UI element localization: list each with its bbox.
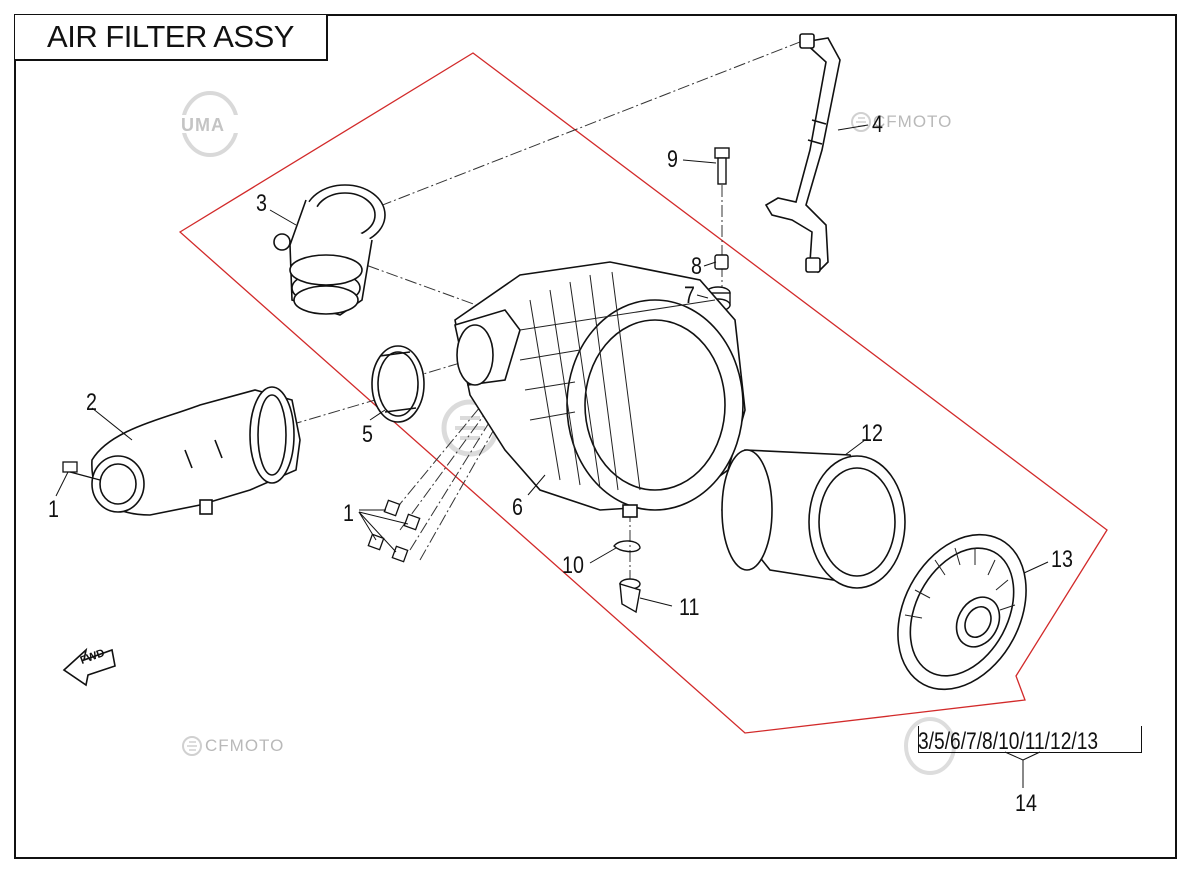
diagram-title: AIR FILTER ASSY (15, 15, 328, 61)
callout-11: 11 (679, 594, 700, 621)
filter-element-part (721, 449, 906, 589)
callout-13: 13 (1051, 546, 1073, 573)
kit-bracket (918, 726, 1142, 753)
callout-3: 3 (256, 190, 267, 217)
fwd-arrow-icon (62, 647, 116, 687)
intake-duct-part (91, 386, 301, 516)
clamp-band-part (371, 345, 425, 423)
cfmoto-logo-icon-bottom (182, 736, 202, 756)
uma-watermark-text: UMA (181, 115, 225, 135)
callout-8: 8 (691, 253, 702, 280)
uma-watermark-icon-lower (904, 717, 956, 775)
clip-part (613, 540, 641, 553)
breather-hose-part (764, 33, 841, 274)
collar-part (714, 254, 729, 270)
callout-12: 12 (861, 420, 883, 447)
cfmoto-watermark-text-top: CFMOTO (873, 112, 953, 131)
callout-6: 6 (512, 494, 523, 521)
callout-14: 14 (1015, 790, 1037, 817)
assembly-lines (289, 39, 806, 610)
bolt-part (714, 147, 730, 185)
callout-1-middle: 1 (343, 500, 354, 527)
cfmoto-logo-icon-top (851, 112, 871, 132)
callout-5: 5 (362, 421, 373, 448)
leader-lines (55, 124, 1049, 788)
kit-parts-label: 3/5/6/7/8/10/11/12/13 (918, 728, 1099, 755)
cfmoto-watermark-text-bottom: CFMOTO (205, 736, 285, 755)
callout-7: 7 (684, 282, 695, 309)
kit-boundary (178, 52, 1108, 734)
callout-2: 2 (86, 389, 97, 416)
screw-group-part (367, 499, 421, 563)
callout-1-left: 1 (48, 496, 59, 523)
air-box-housing-part (454, 261, 746, 518)
outer-frame (14, 14, 1177, 859)
callout-10: 10 (562, 552, 584, 579)
callout-4: 4 (872, 111, 883, 138)
intake-boot-part (273, 184, 386, 316)
screw-part-left (62, 461, 101, 481)
uma-watermark-icon (178, 91, 242, 157)
drain-valve-part (619, 578, 641, 614)
air-box-cover-part (897, 533, 1027, 691)
callout-9: 9 (667, 146, 678, 173)
